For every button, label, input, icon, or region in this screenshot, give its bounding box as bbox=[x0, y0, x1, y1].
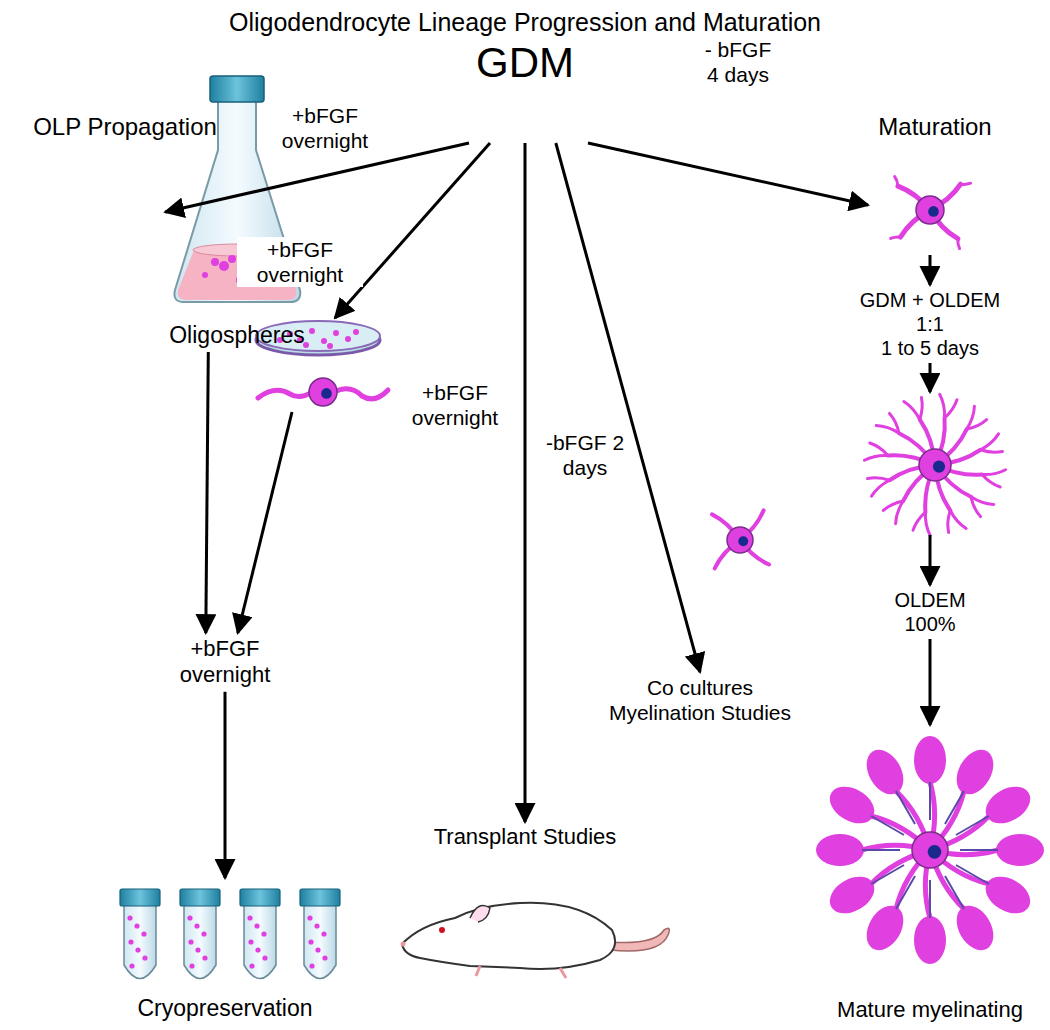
edge-label: -bFGF 2 days bbox=[542, 430, 628, 480]
section-heading: Maturation bbox=[878, 113, 991, 142]
node-text: OLDEM bbox=[894, 588, 965, 612]
edge-label: +bFGF overnight bbox=[262, 103, 388, 153]
arrow-connector bbox=[206, 352, 208, 633]
arrow-connector bbox=[525, 143, 526, 822]
section-heading: OLP Propagation bbox=[33, 113, 217, 142]
label-node: Cryopreservation bbox=[95, 878, 355, 1025]
node-text: 100% bbox=[904, 612, 955, 636]
edge-label: +bFGF overnight bbox=[392, 380, 518, 430]
label-node: Mature myelinating bbox=[820, 725, 1040, 1025]
edge-label: +bFGF overnight bbox=[237, 237, 363, 287]
node-text: GDM + OLDEM bbox=[860, 288, 1001, 312]
arrow-connector bbox=[165, 143, 469, 212]
arrow-connector bbox=[225, 692, 226, 878]
node-text: GDM bbox=[476, 38, 574, 88]
node-text: Oligospheres bbox=[169, 322, 305, 350]
label-node: GDM bbox=[455, 36, 595, 143]
arrow-connector bbox=[929, 363, 930, 585]
rat bbox=[401, 903, 670, 978]
arrow-connector bbox=[588, 143, 930, 285]
label-node: OLDEM100% bbox=[890, 585, 969, 639]
node-text: Transplant Studies bbox=[434, 824, 617, 850]
arrow-connector bbox=[556, 143, 700, 672]
node-text: Cryopreservation bbox=[137, 995, 312, 1023]
label-node: Transplant Studies bbox=[385, 822, 665, 997]
cryo-tubes bbox=[120, 889, 340, 979]
edge-label: - bFGF 4 days bbox=[698, 37, 779, 87]
node-text: 1 to 5 days bbox=[881, 336, 979, 360]
node-text: Co cultures Myelination Studies bbox=[598, 675, 803, 725]
node-text: Mature myelinating bbox=[837, 997, 1023, 1023]
node-text: +bFGF overnight bbox=[165, 636, 285, 689]
label-node: +bFGF overnight bbox=[161, 633, 289, 692]
label-node: Co cultures Myelination Studies bbox=[594, 672, 807, 728]
label-node: GDM + OLDEM1:11 to 5 days bbox=[856, 285, 1005, 363]
node-text: 1:1 bbox=[916, 312, 944, 336]
arrow-connector bbox=[930, 639, 931, 725]
diagram-title: Oligodendrocyte Lineage Progression and … bbox=[229, 7, 821, 37]
